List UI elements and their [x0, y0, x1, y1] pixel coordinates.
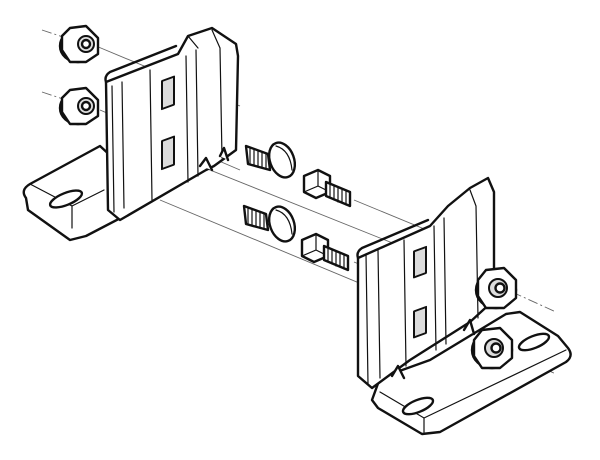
flange-nut-right-upper	[474, 266, 518, 310]
flange-nut-right-lower	[470, 326, 514, 370]
right-bracket	[356, 176, 572, 436]
left-channel	[104, 26, 240, 222]
carriage-bolt-lower	[242, 204, 297, 243]
left-slot-upper	[161, 75, 175, 111]
right-channel	[356, 176, 496, 390]
left-slot-lower	[161, 135, 175, 171]
left-bracket	[22, 26, 240, 242]
left-base-slot	[48, 189, 84, 209]
hex-bolt-lower	[300, 232, 350, 272]
flange-nut-left-lower	[58, 86, 100, 126]
right-slot-upper	[413, 245, 427, 279]
flange-nut-left-upper	[58, 24, 100, 64]
right-base-slot-side	[517, 332, 551, 352]
right-base-slot-front	[401, 396, 435, 416]
right-slot-lower	[413, 305, 427, 339]
hex-bolt-upper	[302, 168, 352, 208]
carriage-bolt-upper	[244, 141, 297, 179]
